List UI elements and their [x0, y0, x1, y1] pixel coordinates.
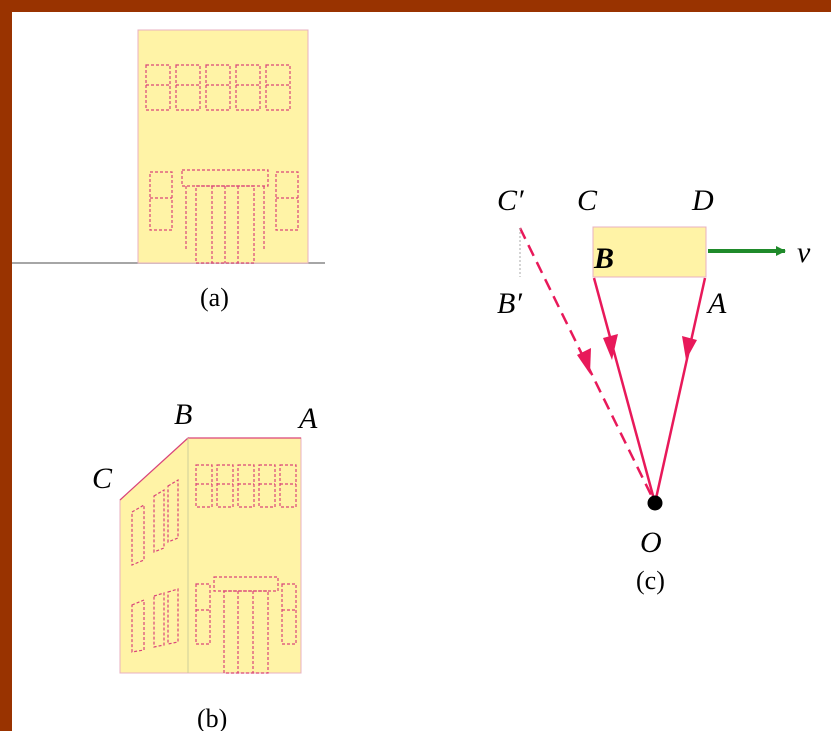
caption-c: (c): [636, 566, 665, 595]
ray-b-arrowhead: [603, 334, 618, 360]
caption-b: (b): [197, 704, 227, 731]
label-v: v: [797, 236, 811, 269]
panel-c: C′ C D B v B′ A O (c): [497, 184, 811, 595]
figure-svg: (a) C B A: [12, 29, 811, 731]
label-d: D: [691, 184, 714, 217]
caption-a: (a): [200, 283, 229, 312]
building-side-windows: [131, 478, 179, 653]
panel-b: C B A (b): [92, 398, 318, 731]
moving-object: [592, 226, 707, 278]
roof-edge-cb: [119, 437, 189, 501]
label-c-b: C: [92, 462, 113, 495]
label-a-b: A: [297, 402, 318, 435]
panel-a: (a): [12, 29, 325, 312]
building-front-windows: [145, 64, 299, 264]
label-a-c: A: [706, 287, 727, 320]
figure-canvas: (a) C B A: [12, 12, 831, 731]
label-c-c: C: [577, 184, 598, 217]
label-b-b: B: [174, 398, 192, 431]
ray-b-to-o: [592, 277, 657, 504]
label-c-prime: C′: [497, 184, 524, 217]
ray-a-to-o: [653, 277, 707, 504]
observer-point: [647, 495, 663, 511]
label-b-prime: B′: [497, 287, 522, 320]
label-o: O: [640, 526, 662, 559]
building-front-windows-b: [195, 464, 297, 674]
ray-c-prime-arrowhead: [577, 348, 591, 374]
ray-a-arrowhead: [682, 336, 697, 360]
building-front-face: [187, 437, 302, 674]
label-b-c: B: [593, 242, 614, 275]
